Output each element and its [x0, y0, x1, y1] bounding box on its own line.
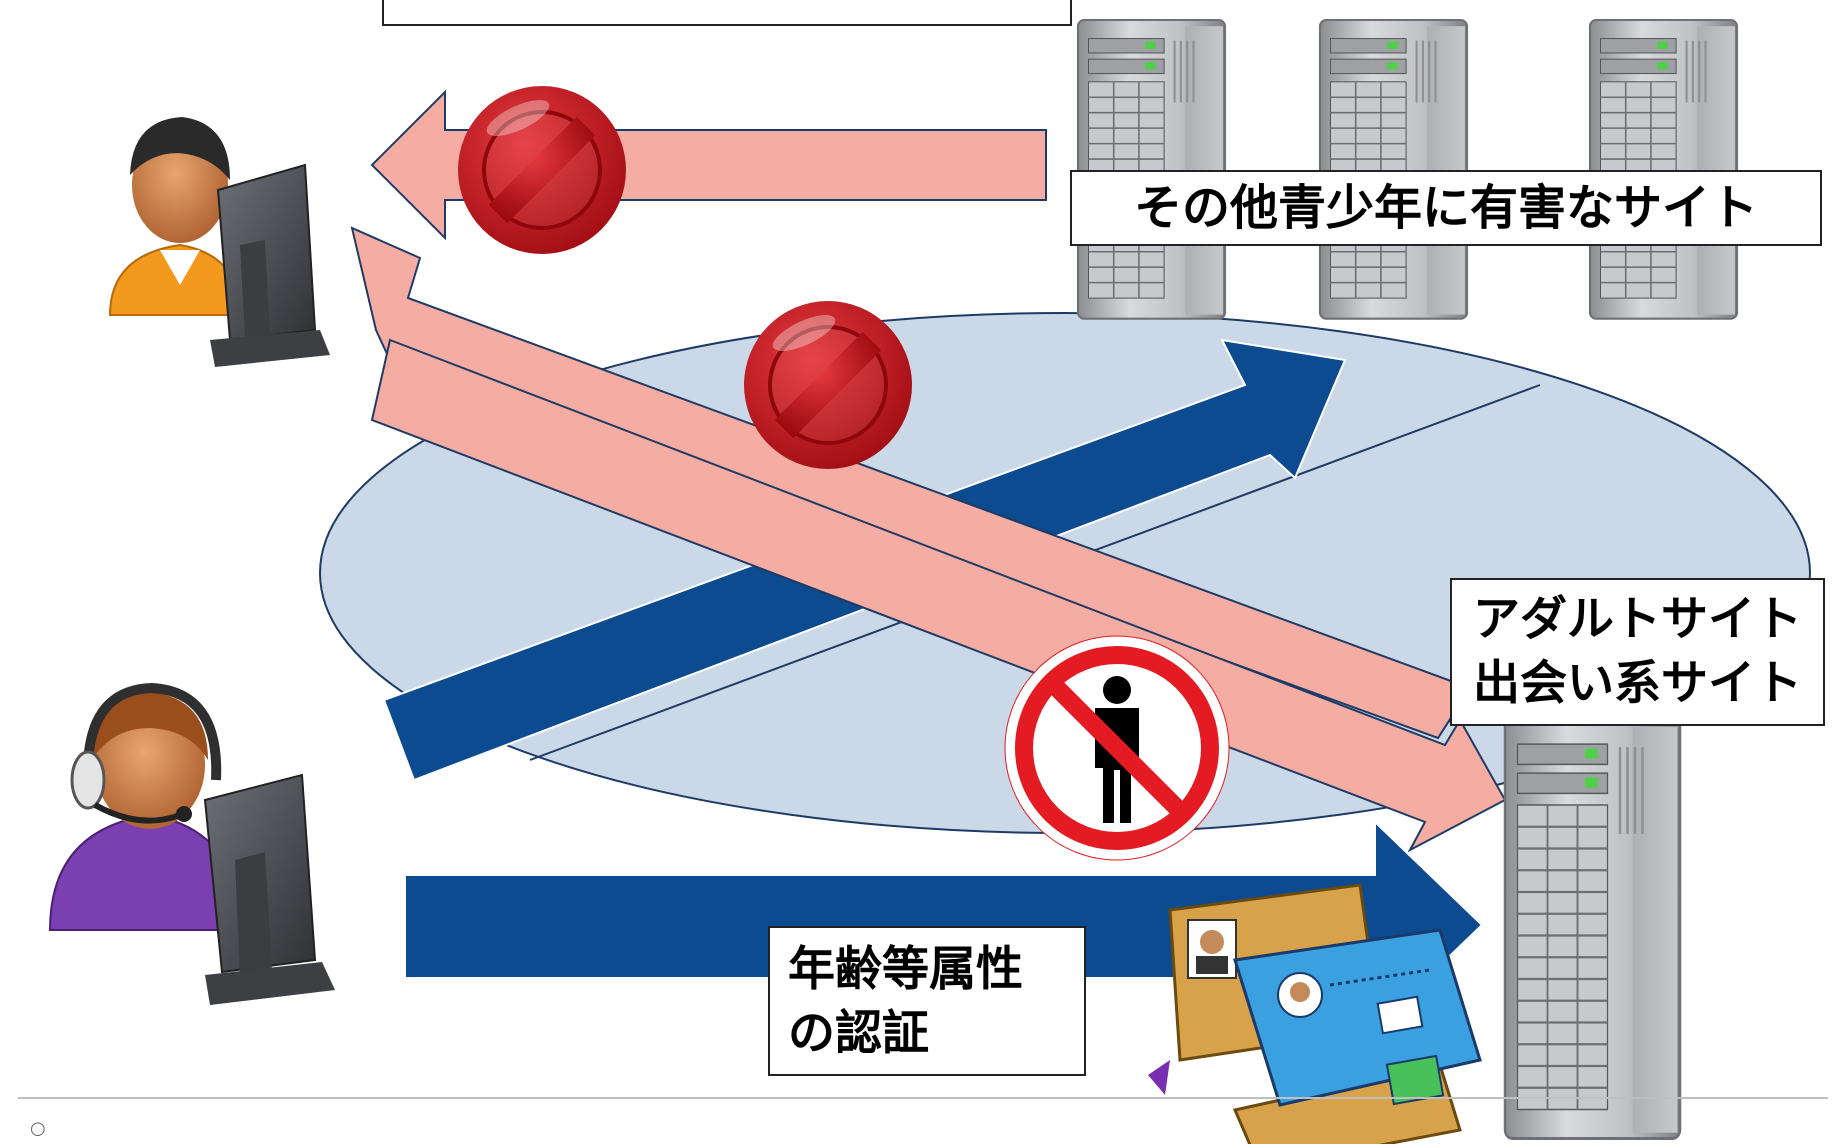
adult-user-headset-computer-icon	[48, 682, 335, 1005]
prohibited-icon-middle	[744, 301, 912, 469]
adult-sites-label: アダルトサイト 出会い系サイト	[1450, 578, 1825, 726]
id-cards-icon	[1148, 883, 1482, 1144]
age-auth-line-2: の認証	[788, 1006, 929, 1061]
age-auth-line-1: 年齢等属性	[788, 942, 1023, 997]
slide-marker: ○	[30, 1118, 46, 1139]
minor-user-computer-icon	[108, 117, 330, 367]
harmful-sites-text: その他青少年に有害なサイト	[1133, 180, 1758, 236]
harmful-sites-label: その他青少年に有害なサイト	[1070, 170, 1822, 246]
blocked-arrow-harmful-to-minor	[370, 89, 1047, 241]
no-person-icon	[1004, 635, 1230, 861]
prohibited-icon-top	[458, 86, 626, 254]
server-icon-adult-site	[1503, 716, 1682, 1140]
adult-sites-line-2: 出会い系サイト	[1473, 656, 1802, 711]
age-auth-label: 年齢等属性 の認証	[768, 926, 1086, 1076]
top-caption-box	[382, 0, 1072, 26]
adult-sites-line-1: アダルトサイト	[1473, 592, 1802, 647]
